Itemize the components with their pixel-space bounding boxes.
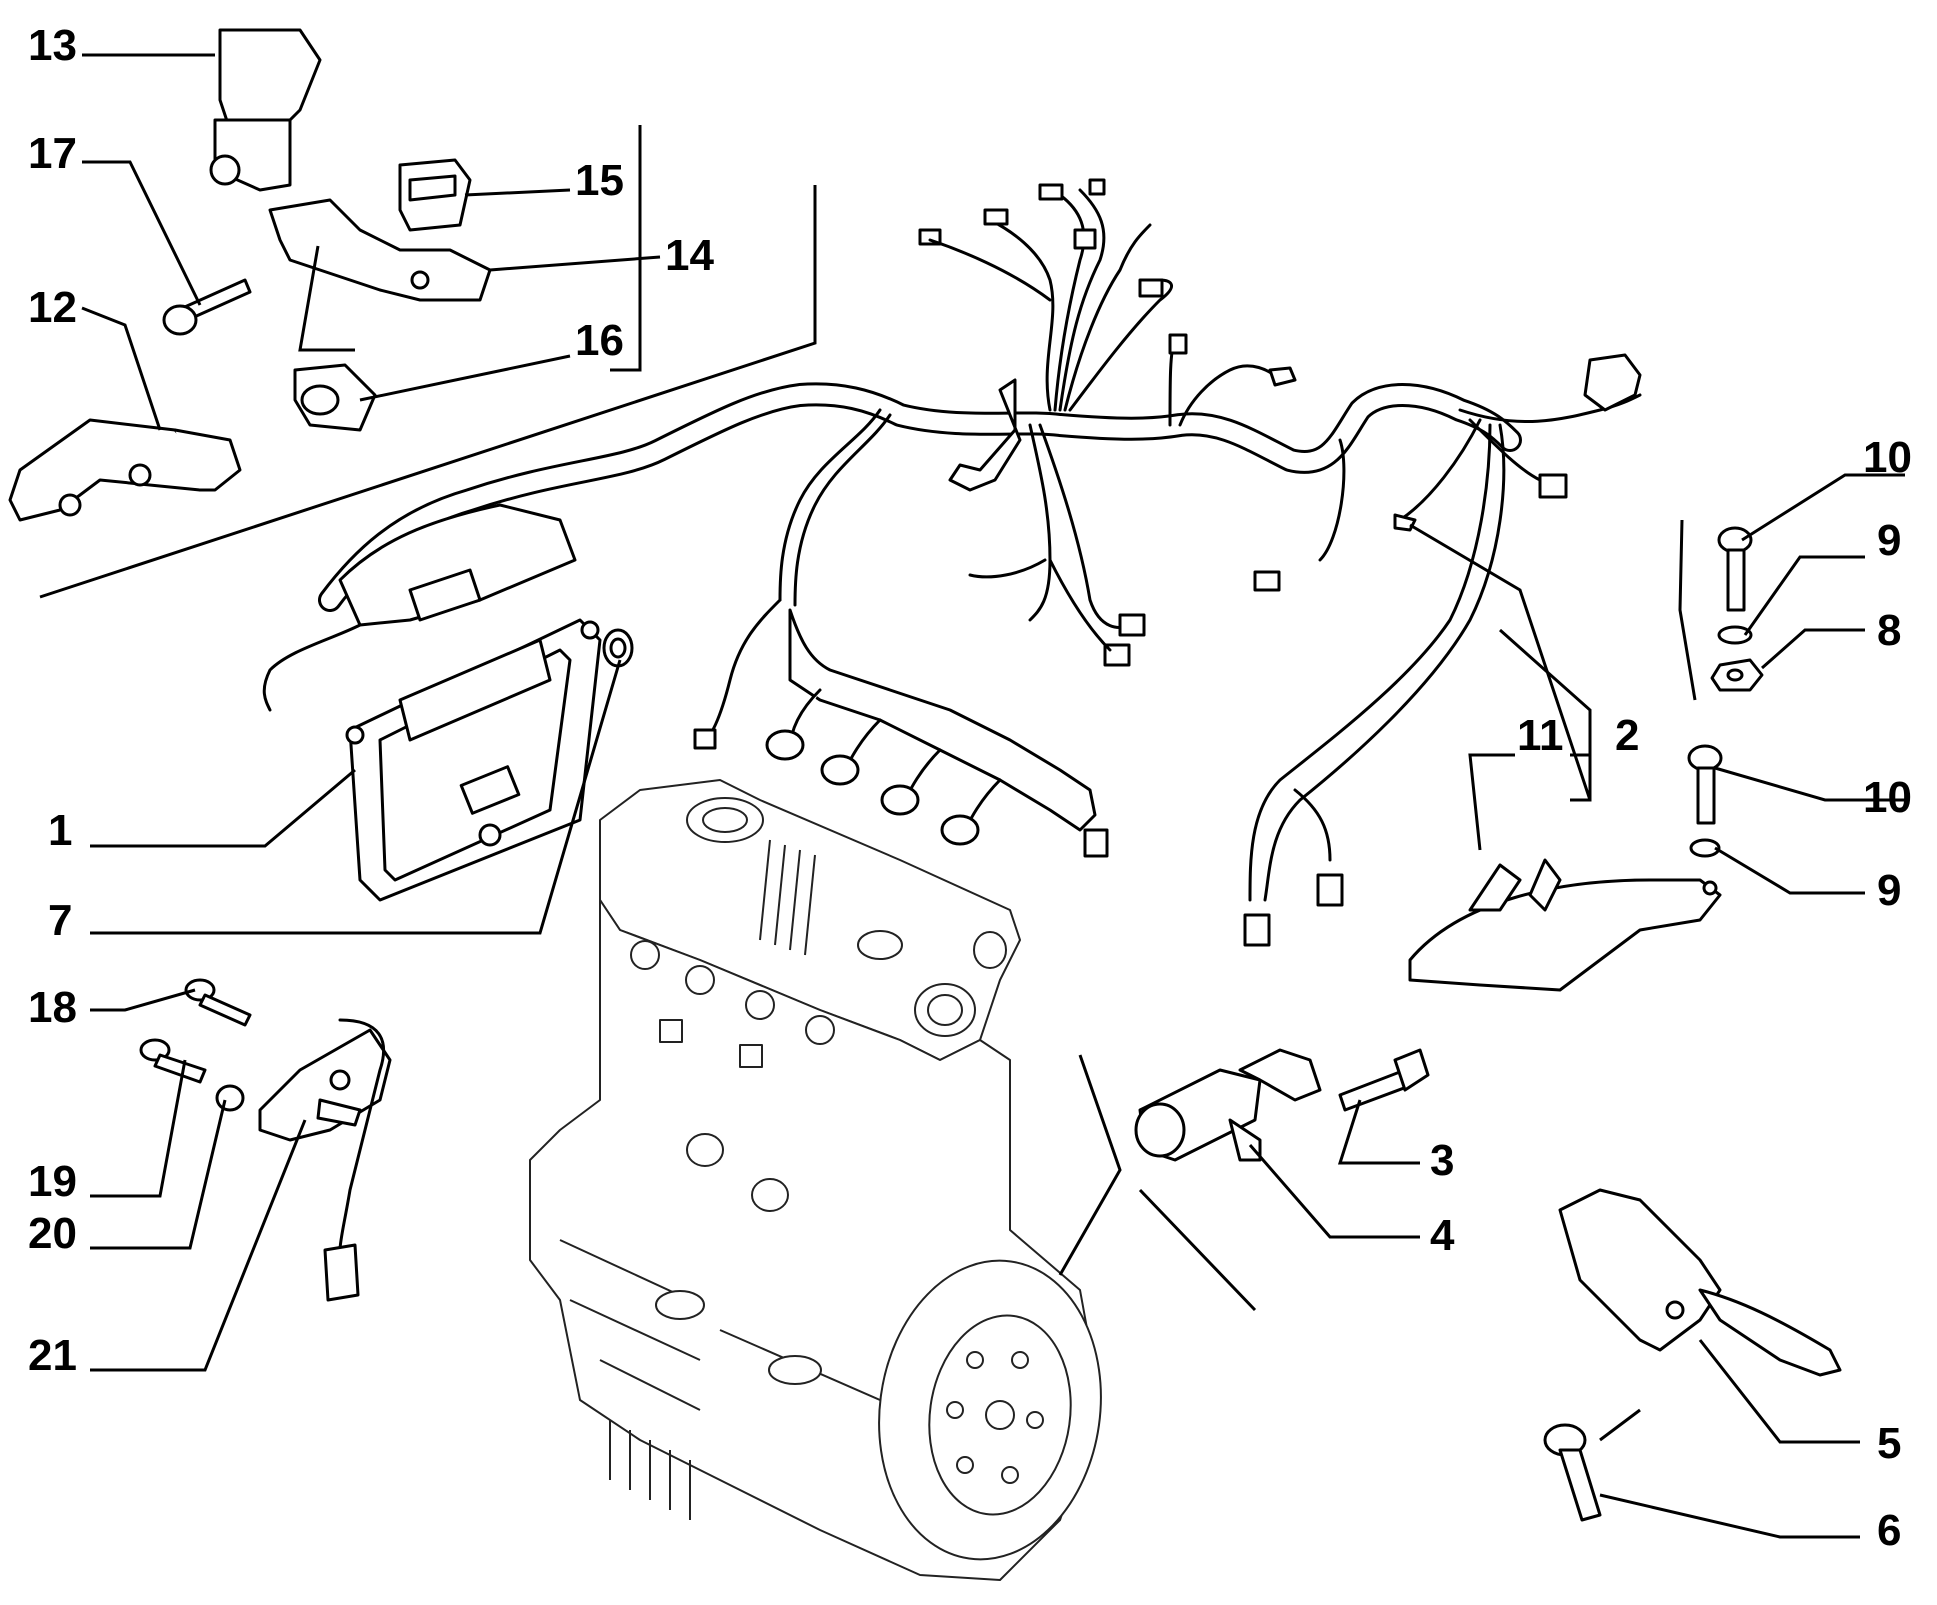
callout-21: 21 [28, 1331, 77, 1380]
callout-7: 7 [48, 896, 72, 945]
separator-lines [39, 185, 1697, 1442]
grommet-7 [602, 628, 634, 668]
callout-15: 15 [575, 156, 624, 205]
callout-3: 3 [1430, 1136, 1454, 1185]
callout-10-bottom: 10 [1863, 773, 1912, 822]
ecu-control-unit [345, 618, 602, 902]
bolt-3 [1338, 1048, 1430, 1112]
clip-15 [398, 158, 472, 232]
callout-16: 16 [575, 316, 624, 365]
clip-16 [293, 363, 377, 432]
callout-9-bottom: 9 [1877, 866, 1901, 915]
callout-17: 17 [28, 129, 77, 178]
callout-2: 2 [1615, 711, 1639, 760]
callout-19: 19 [28, 1157, 77, 1206]
injector-connectors [765, 688, 1109, 858]
callout-8: 8 [1877, 606, 1901, 655]
callout-18: 18 [28, 983, 77, 1032]
callout-20: 20 [28, 1209, 77, 1258]
wiring-harness [262, 178, 1642, 947]
bracket-14 [268, 198, 492, 302]
callout-13: 13 [28, 21, 77, 70]
callout-1: 1 [48, 806, 72, 855]
callout-9-top: 9 [1877, 516, 1901, 565]
leader-lines [81, 53, 1905, 1539]
sensor-21 [258, 1018, 392, 1302]
bracket-12 [8, 418, 242, 522]
fasteners-lower-left [139, 978, 252, 1112]
guard-11 [1408, 858, 1722, 992]
callout-labels: 13 17 12 15 14 16 1 7 18 19 20 21 10 9 8… [28, 21, 1912, 1555]
callout-4: 4 [1430, 1211, 1455, 1260]
sensor-5 [1558, 1188, 1842, 1377]
fasteners-upper-right [1687, 526, 1764, 858]
screw-17 [162, 278, 252, 336]
clip-13 [209, 28, 322, 192]
callout-6: 6 [1877, 1506, 1901, 1555]
sensor-4 [1134, 1048, 1322, 1162]
callout-10-top: 10 [1863, 433, 1912, 482]
callout-11: 11 [1517, 711, 1564, 760]
callout-14: 14 [665, 231, 714, 280]
engine-block [529, 779, 1102, 1581]
bolt-6 [1543, 1423, 1602, 1522]
callout-5: 5 [1877, 1419, 1901, 1468]
callout-12: 12 [28, 283, 77, 332]
